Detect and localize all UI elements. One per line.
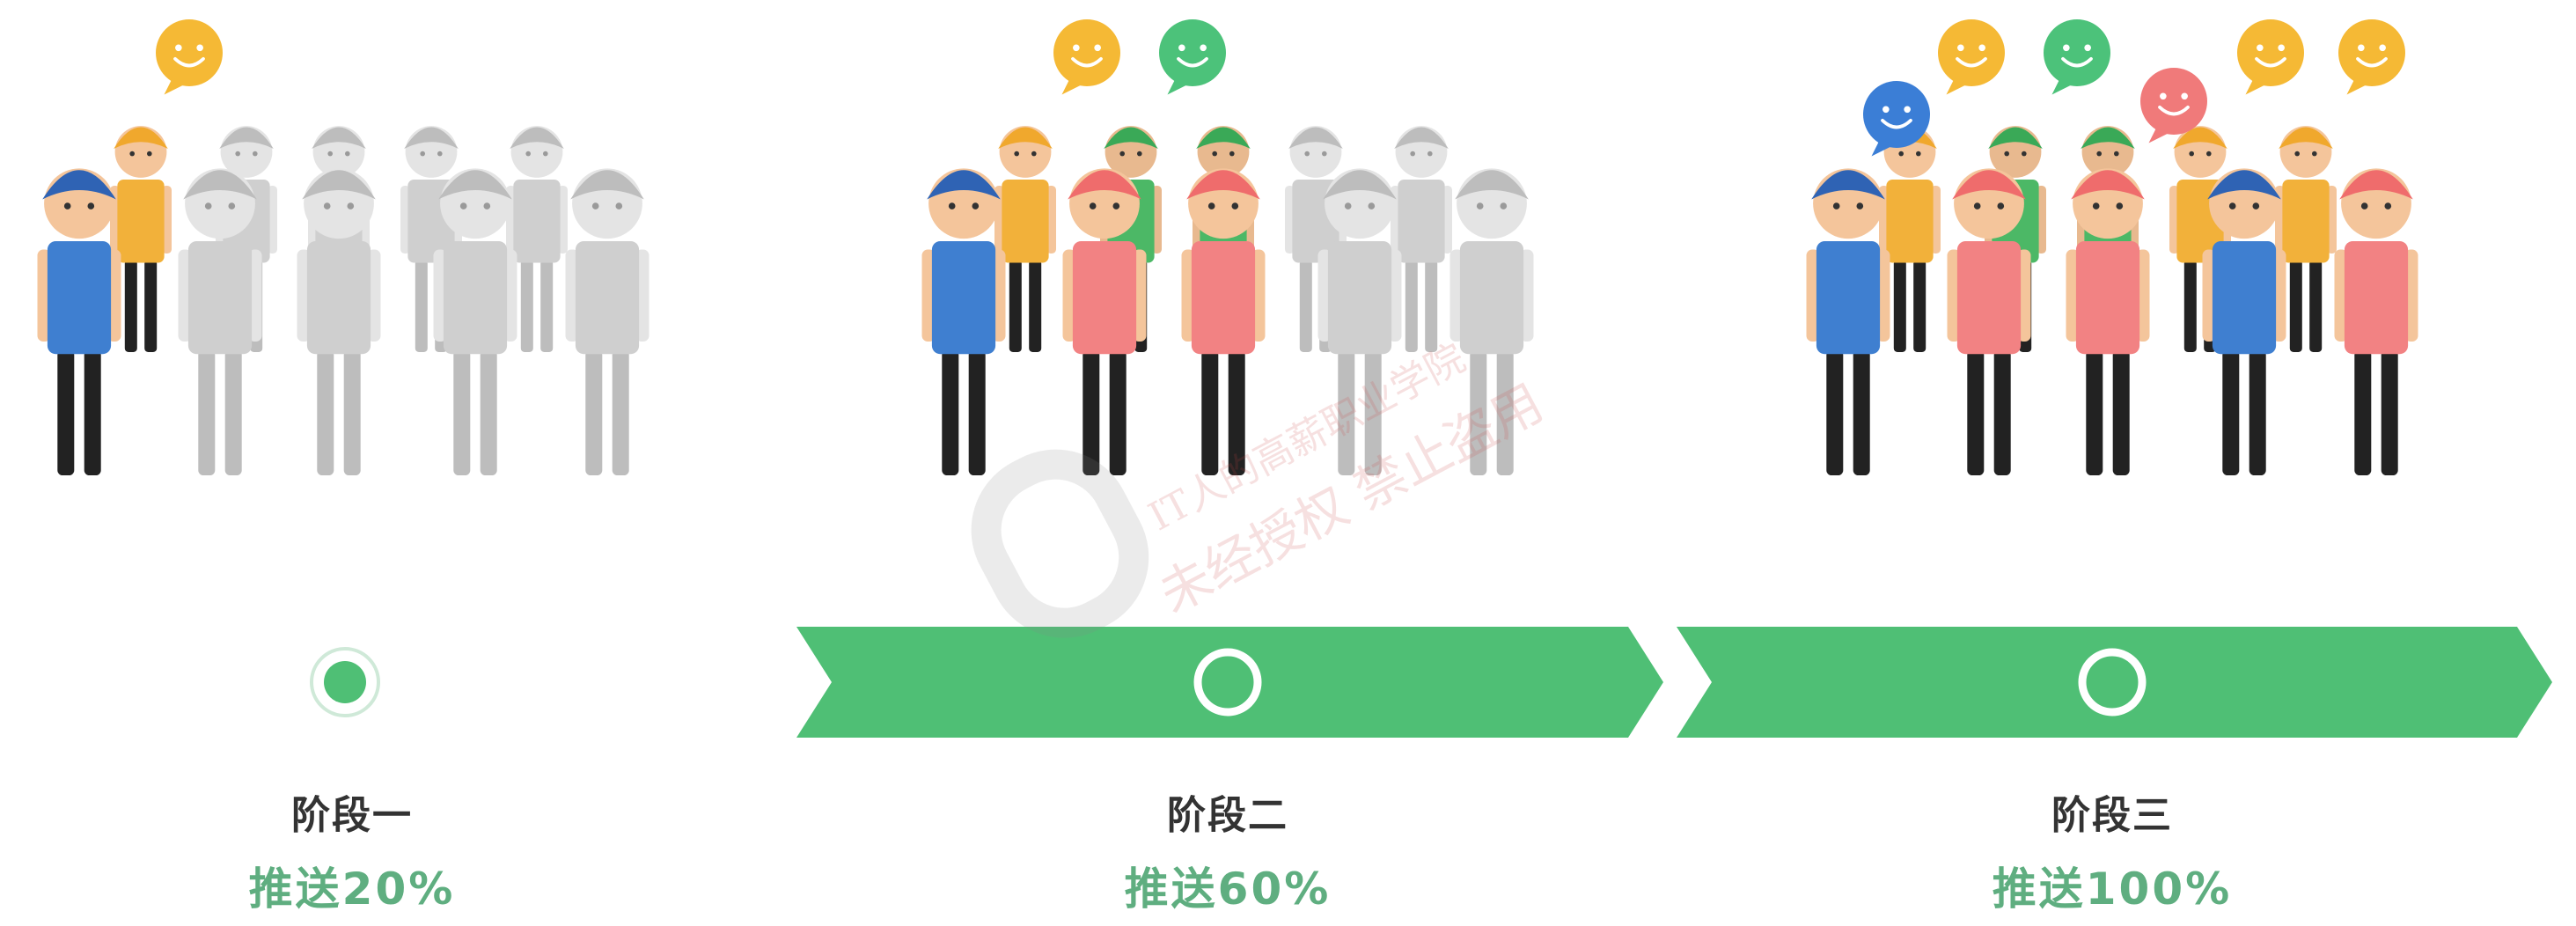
stage-3-smile-bubble-6 bbox=[2338, 19, 2405, 95]
stage-3-smile-bubble-3 bbox=[1863, 81, 1930, 157]
stage-3-smile-bubble-1 bbox=[1938, 19, 2005, 95]
stage-1-marker-icon bbox=[310, 647, 380, 717]
stage-1-person-front-3 bbox=[297, 168, 381, 475]
stage-1-smile-bubble-1 bbox=[156, 19, 223, 95]
stage-2-label: 阶段二 bbox=[1167, 793, 1288, 838]
bubble-layer bbox=[156, 19, 2405, 157]
stage-1-person-front-5 bbox=[565, 168, 650, 475]
stage-1-label: 阶段一 bbox=[291, 793, 413, 838]
stage-1-push-percent: 推送20% bbox=[248, 864, 456, 915]
stage-3-person-front-3 bbox=[2066, 168, 2150, 475]
stage-3-person-front-1 bbox=[1806, 168, 1890, 475]
stage-3-label: 阶段三 bbox=[2051, 793, 2173, 838]
stage-2-push-percent: 推送60% bbox=[1124, 864, 1332, 915]
people-layer bbox=[37, 126, 2418, 475]
stage-3-person-back-5 bbox=[2275, 126, 2337, 352]
stage-2-person-front-5 bbox=[1449, 168, 1534, 475]
progress-layer bbox=[310, 627, 2552, 738]
stage-2-smile-bubble-1 bbox=[1053, 19, 1120, 95]
stage-3-marker-icon bbox=[2078, 648, 2147, 717]
stage-3-person-front-5 bbox=[2334, 168, 2418, 475]
stage-2-person-front-3 bbox=[1181, 168, 1266, 475]
stage-1-person-front-2 bbox=[178, 168, 262, 475]
stage-1-person-back-5 bbox=[506, 126, 568, 352]
stage-3-smile-bubble-5 bbox=[2237, 19, 2304, 95]
stage-1-person-front-1 bbox=[37, 168, 121, 475]
watermark-logo-icon bbox=[971, 449, 1149, 638]
stage-3-person-front-4 bbox=[2202, 168, 2286, 475]
stage-3-push-percent: 推送100% bbox=[1992, 864, 2233, 915]
stage-3-smile-bubble-4 bbox=[2140, 68, 2207, 143]
progress-arrow-stage-2 bbox=[796, 627, 1663, 738]
stage-2-person-back-1 bbox=[994, 126, 1056, 352]
stage-3-smile-bubble-2 bbox=[2044, 19, 2110, 95]
stage-2-marker-icon bbox=[1193, 648, 1262, 717]
stage-2-smile-bubble-2 bbox=[1159, 19, 1226, 95]
stage-2-person-front-4 bbox=[1317, 168, 1402, 475]
stage-2-person-front-2 bbox=[1062, 168, 1147, 475]
progress-arrow-stage-3 bbox=[1677, 627, 2552, 738]
stage-1-person-back-1 bbox=[110, 126, 172, 352]
stage-2-person-front-1 bbox=[921, 168, 1006, 475]
stage-1-person-front-4 bbox=[433, 168, 517, 475]
stage-2-person-back-5 bbox=[1391, 126, 1452, 352]
stage-3-person-front-2 bbox=[1947, 168, 2031, 475]
